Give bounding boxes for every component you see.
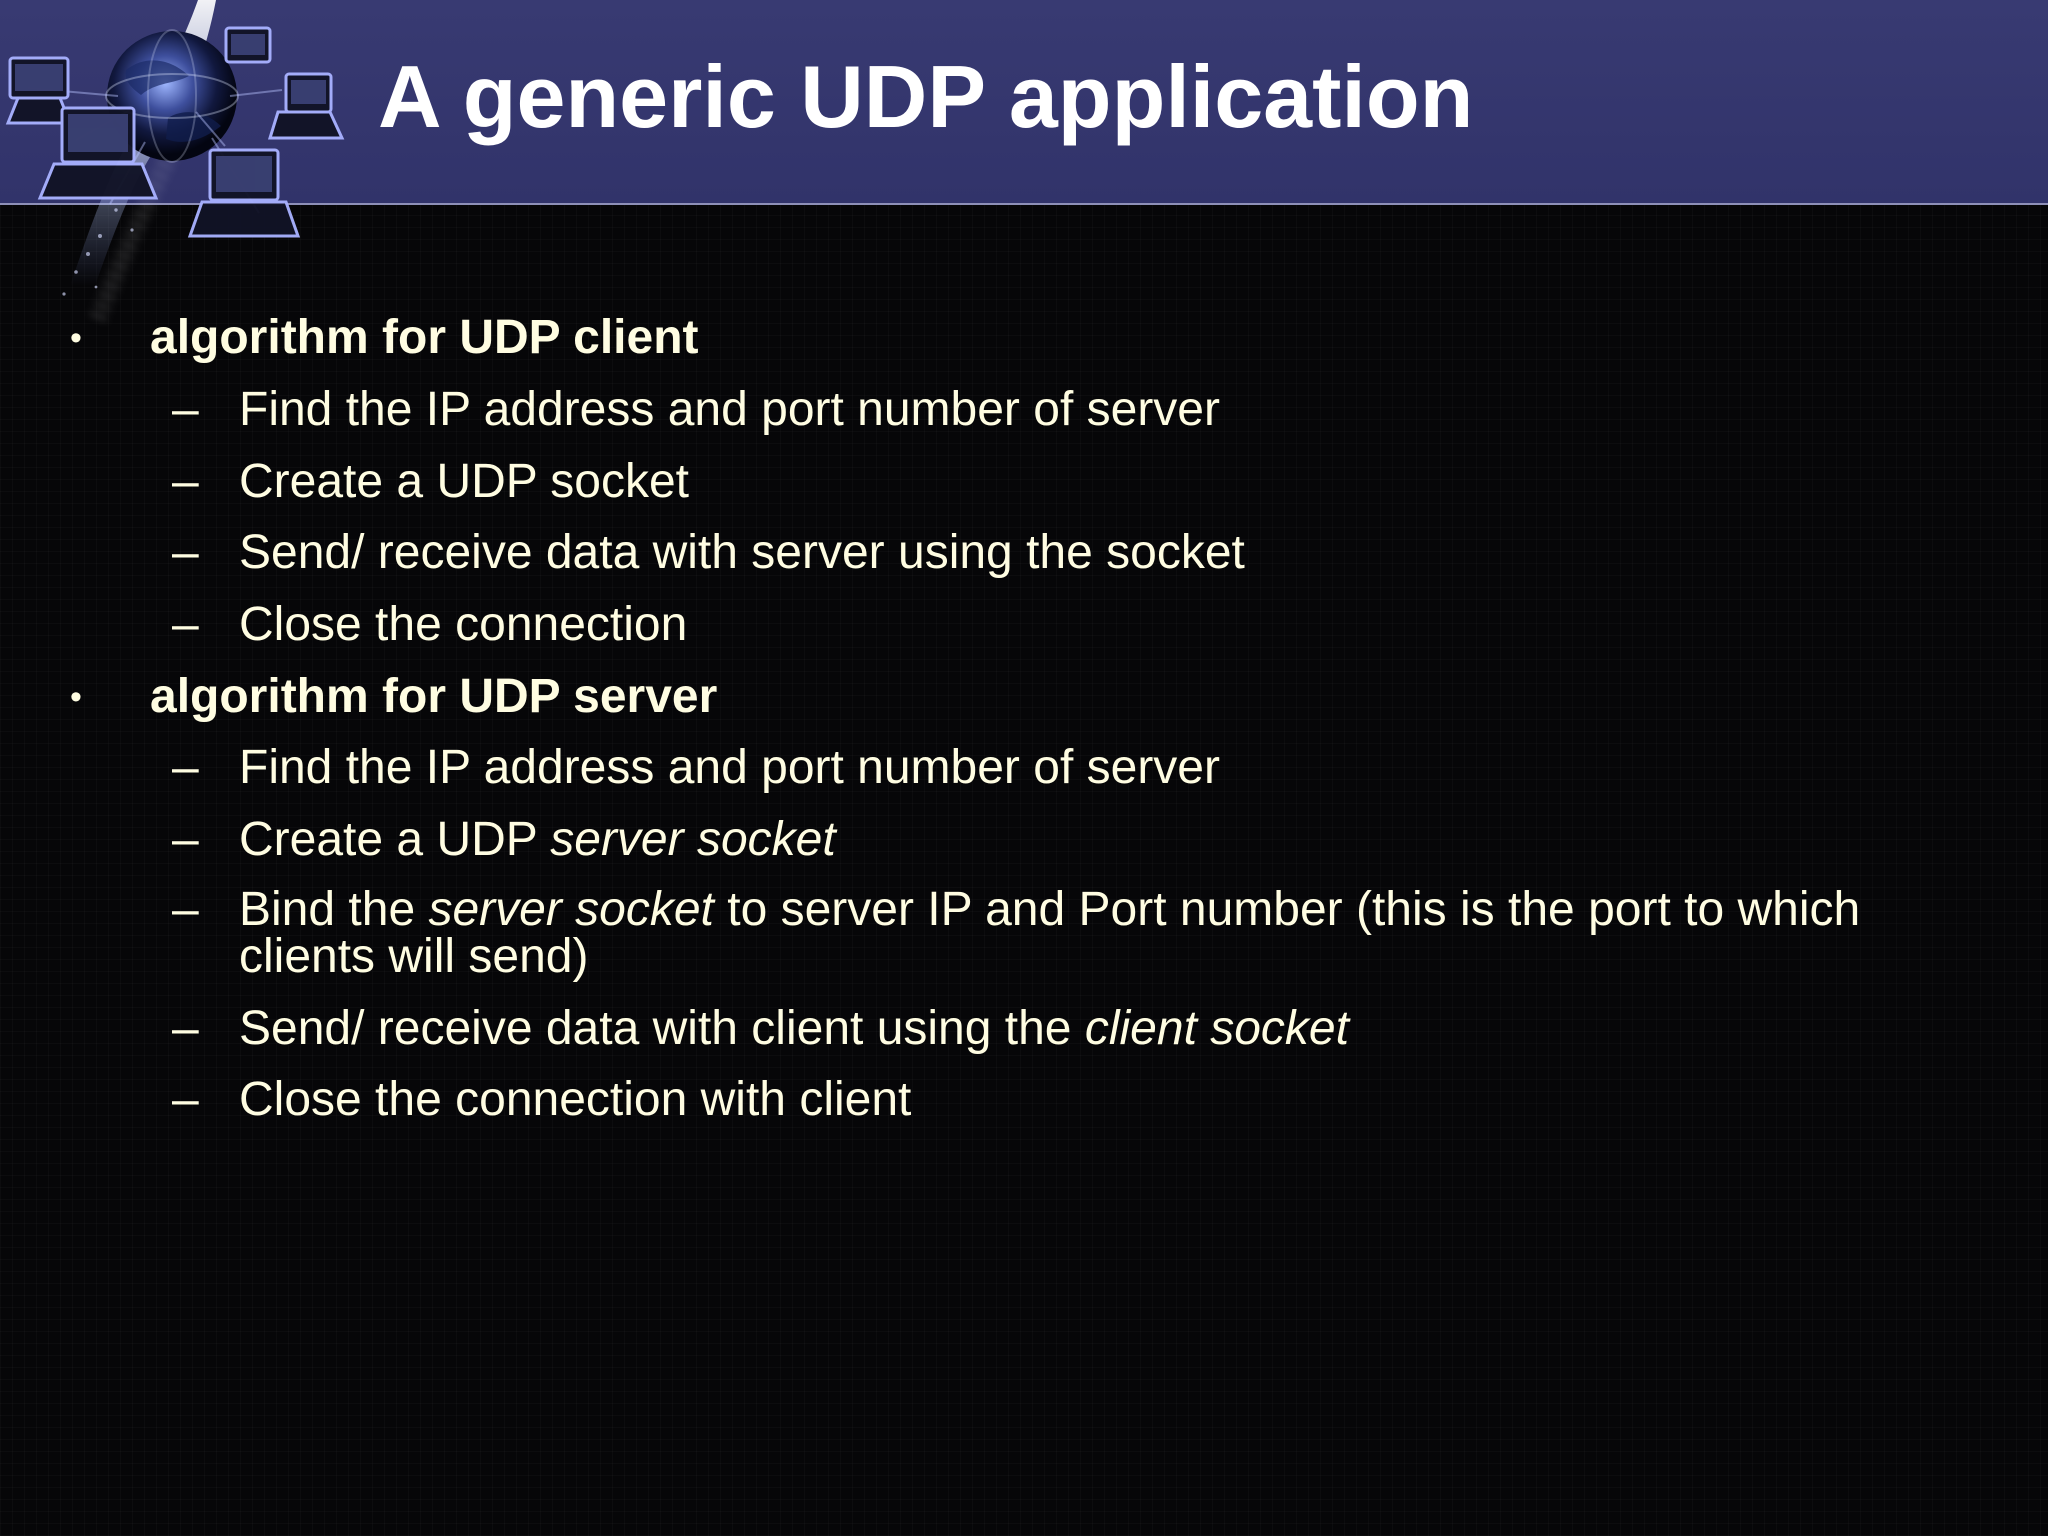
server-socket-emphasis: server socket: [428, 883, 714, 936]
server-step-2-text: Create a UDP server socket: [239, 815, 836, 865]
dash-marker: –: [172, 741, 199, 794]
server-step-3-prefix: Bind the: [239, 883, 429, 936]
network-globe-computers-icon: [5, 0, 345, 327]
server-step-5-text: Close the connection with client: [239, 1073, 912, 1126]
server-step-1-text: Find the IP address and port number of s…: [239, 741, 1220, 794]
client-step-1-text: Find the IP address and port number of s…: [239, 383, 1220, 436]
bullet-marker: •: [70, 678, 82, 716]
dash-marker: –: [172, 455, 199, 508]
server-step-2-prefix: Create a UDP: [239, 813, 551, 866]
client-step-2-text: Create a UDP socket: [239, 455, 689, 508]
client-step-3-text: Send/ receive data with server using the…: [239, 526, 1245, 579]
client-algorithm-heading: algorithm for UDP client: [150, 311, 699, 364]
dash-marker: –: [172, 1002, 199, 1055]
client-socket-emphasis: client socket: [1084, 1002, 1349, 1055]
slide-title: A generic UDP application: [378, 47, 1474, 146]
dash-marker: –: [172, 526, 199, 579]
server-algorithm-heading: algorithm for UDP server: [150, 670, 718, 723]
client-step-4-text: Close the connection: [239, 598, 688, 651]
server-step-4-text: Send/ receive data with client using the…: [239, 1004, 1349, 1054]
server-step-4-prefix: Send/ receive data with client using the: [239, 1002, 1085, 1055]
server-step-3-suffix: to server IP and Port number (this is th…: [713, 883, 1861, 936]
dash-marker: –: [172, 383, 199, 436]
dash-marker: –: [172, 598, 199, 651]
bullet-marker: •: [70, 319, 82, 357]
dash-marker: –: [172, 1073, 199, 1126]
server-socket-emphasis: server socket: [550, 813, 836, 866]
server-step-3-text: Bind the server socket to server IP and …: [239, 885, 1860, 935]
server-step-3-continuation: clients will send): [239, 930, 589, 983]
dash-marker: –: [172, 813, 199, 866]
title-band: A generic UDP application: [0, 0, 2048, 205]
dash-marker: –: [172, 883, 199, 936]
